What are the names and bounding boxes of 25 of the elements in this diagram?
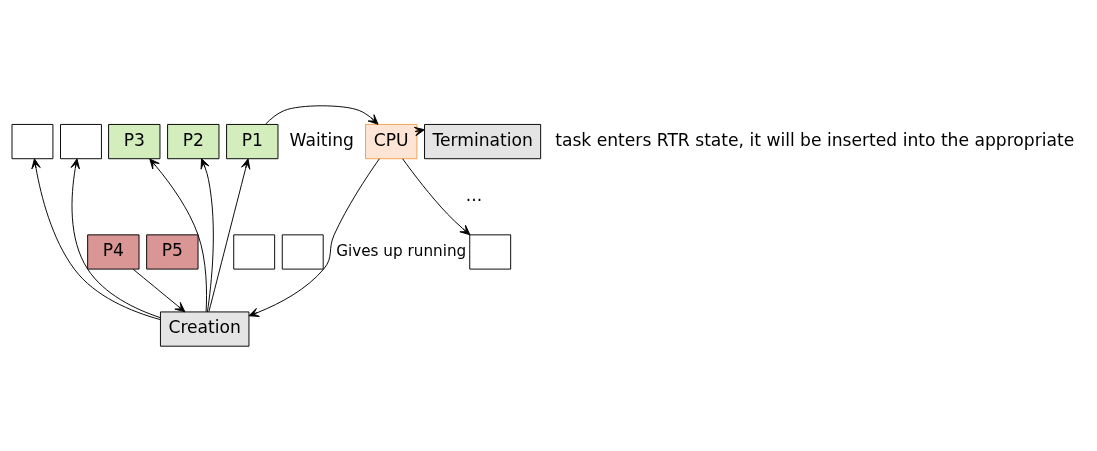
arrow [248,157,380,317]
node-box: P1 [226,123,279,159]
label: task enters RTR state, it will be inserted into the appropriate [555,129,1075,150]
label: Waiting [289,129,354,150]
arrow [208,158,251,312]
node-box [60,123,102,159]
node-box: P2 [167,123,220,159]
arrow [265,104,379,125]
node-box [281,233,324,270]
node-box: P4 [87,233,140,270]
node-box [469,233,512,270]
arrow [402,157,471,235]
node-box: P5 [146,233,199,270]
node-box: Creation [159,310,250,347]
node-box [233,233,276,270]
node-box: Termination [424,123,542,159]
label: ... [465,184,483,205]
arrow [200,157,214,312]
arrow [31,157,161,320]
edge-label: Gives up running [336,241,467,260]
node-box [11,123,54,159]
arrow [149,158,207,312]
arrow [132,268,186,312]
node-box: P3 [108,123,161,159]
arrow [70,157,161,318]
